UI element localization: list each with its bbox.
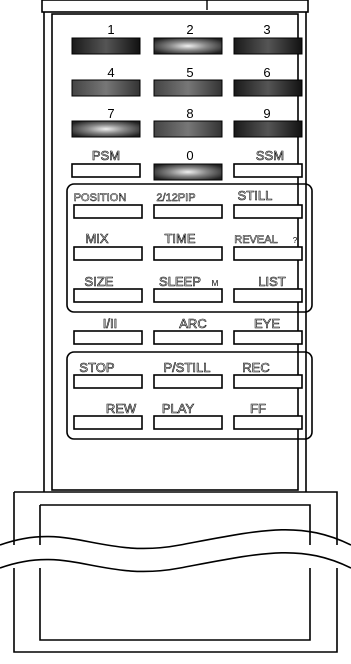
mix-button[interactable]: MIX bbox=[73, 231, 143, 261]
sleep-button[interactable]: SLEEP M bbox=[153, 274, 223, 303]
rec-label: REC bbox=[242, 360, 269, 375]
reveal-label: REVEAL bbox=[234, 234, 277, 246]
sleep-label: SLEEP bbox=[159, 274, 201, 289]
p-still-label: P/STILL bbox=[164, 360, 211, 375]
eye-label: EYE bbox=[254, 316, 280, 331]
key-1[interactable]: 1 bbox=[71, 22, 141, 55]
reveal-mark-icon: ? bbox=[293, 236, 298, 245]
arc-button[interactable]: ARC bbox=[153, 316, 223, 345]
psm-button[interactable]: PSM bbox=[71, 148, 141, 178]
position-button[interactable]: POSITION bbox=[73, 192, 143, 219]
mix-label: MIX bbox=[85, 231, 108, 246]
playback-button-group: STOP P/STILL REC REW PLAY FF bbox=[66, 351, 313, 440]
play-label: PLAY bbox=[162, 401, 195, 416]
reveal-button[interactable]: REVEAL ? bbox=[233, 234, 303, 261]
stop-label: STOP bbox=[79, 360, 114, 375]
key-3[interactable]: 3 bbox=[233, 22, 303, 55]
sleep-mark-icon: M bbox=[212, 279, 219, 288]
rew-label: REW bbox=[106, 401, 137, 416]
ssm-label: SSM bbox=[256, 148, 284, 163]
key-7[interactable]: 7 bbox=[71, 106, 141, 138]
arc-label: ARC bbox=[179, 316, 206, 331]
rew-button[interactable]: REW bbox=[73, 401, 143, 430]
key-9[interactable]: 9 bbox=[233, 106, 303, 138]
key-0-label: 0 bbox=[186, 148, 193, 163]
key-label: 1 bbox=[107, 22, 114, 37]
still-label: STILL bbox=[238, 188, 273, 203]
ssm-button[interactable]: SSM bbox=[233, 148, 303, 178]
list-button[interactable]: LIST bbox=[233, 274, 303, 303]
list-label: LIST bbox=[258, 274, 286, 289]
key-0[interactable]: 0 bbox=[153, 148, 223, 181]
row-mid: I/II ARC EYE bbox=[73, 316, 303, 345]
key-4[interactable]: 4 bbox=[71, 65, 141, 97]
position-label: POSITION bbox=[74, 192, 127, 204]
time-label: TIME bbox=[164, 231, 195, 246]
key-label: 9 bbox=[263, 106, 270, 121]
stop-button[interactable]: STOP bbox=[73, 360, 143, 389]
time-button[interactable]: TIME bbox=[153, 231, 223, 261]
key-label: 5 bbox=[186, 65, 193, 80]
size-label: SIZE bbox=[85, 274, 114, 289]
play-button[interactable]: PLAY bbox=[153, 401, 223, 430]
number-keypad: 1 2 3 4 5 6 7 8 bbox=[71, 22, 303, 138]
eye-button[interactable]: EYE bbox=[233, 316, 303, 345]
p-still-button[interactable]: P/STILL bbox=[153, 360, 223, 389]
ff-button[interactable]: FF bbox=[233, 401, 303, 430]
feature-button-group: POSITION 2/12PIP STILL MIX TIME REVEAL ?… bbox=[66, 183, 313, 313]
i-ii-button[interactable]: I/II bbox=[73, 316, 143, 345]
i-ii-label: I/II bbox=[103, 316, 117, 331]
key-5[interactable]: 5 bbox=[153, 65, 223, 97]
key-label: 6 bbox=[263, 65, 270, 80]
key-label: 4 bbox=[107, 65, 114, 80]
row-psm: PSM 0 SSM bbox=[71, 148, 303, 181]
rec-button[interactable]: REC bbox=[233, 360, 303, 389]
key-label: 2 bbox=[186, 22, 193, 37]
psm-label: PSM bbox=[92, 148, 120, 163]
key-label: 3 bbox=[263, 22, 270, 37]
ff-label: FF bbox=[250, 401, 266, 416]
key-6[interactable]: 6 bbox=[233, 65, 303, 97]
size-button[interactable]: SIZE bbox=[73, 274, 143, 303]
key-2[interactable]: 2 bbox=[153, 22, 223, 55]
key-label: 8 bbox=[186, 106, 193, 121]
key-label: 7 bbox=[107, 106, 114, 121]
key-8[interactable]: 8 bbox=[153, 106, 223, 138]
still-button[interactable]: STILL bbox=[233, 188, 303, 219]
pip-label: 2/12PIP bbox=[156, 192, 195, 204]
pip-button[interactable]: 2/12PIP bbox=[153, 192, 223, 219]
